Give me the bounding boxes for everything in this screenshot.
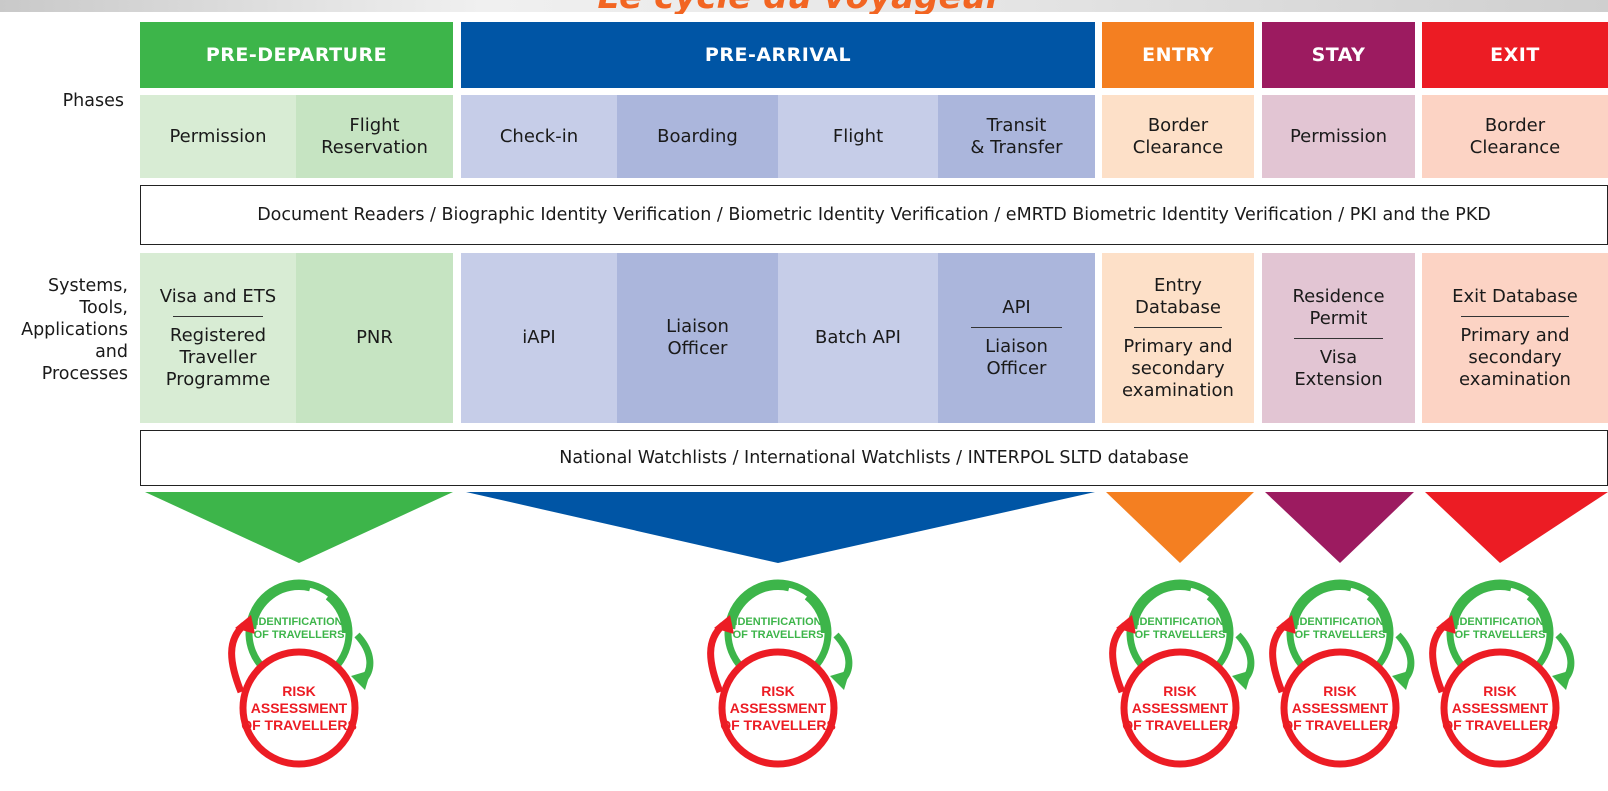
risk-assessment-label: RISK	[761, 683, 794, 699]
funnel-stay	[1265, 492, 1414, 563]
risk-assessment-label: ASSESSMENT	[1292, 700, 1389, 716]
watchlists-band: National Watchlists / International Watc…	[140, 430, 1608, 486]
identification-label: IDENTIFICATION	[1456, 616, 1543, 628]
funnel-pre-arrival	[466, 492, 1095, 563]
system-cell: Liaison Officer	[617, 253, 778, 423]
risk-assessment-label: RISK	[1483, 683, 1516, 699]
phase-header-stay: STAY	[1262, 22, 1415, 88]
system-primary: Residence Permit	[1292, 285, 1385, 329]
risk-assessment-label: OF TRAVELLERS	[1442, 717, 1558, 733]
identification-label: IDENTIFICATION	[1136, 616, 1223, 628]
identification-label: IDENTIFICATION	[1296, 616, 1383, 628]
phase-header-exit: EXIT	[1422, 22, 1608, 88]
system-primary: Batch API	[815, 327, 901, 348]
systems-label: Systems, Tools, Applications and Process…	[21, 276, 128, 384]
risk-assessment-label: ASSESSMENT	[251, 700, 348, 716]
risk-assessment-label: RISK	[1163, 683, 1196, 699]
system-cell: Batch API	[778, 253, 938, 423]
step-cell: Permission	[140, 95, 296, 178]
system-primary: iAPI	[522, 327, 556, 348]
page-title: Le cycle du voyageur	[520, 0, 1080, 14]
risk-assessment-label: ASSESSMENT	[1452, 700, 1549, 716]
phase-header-pre-departure: PRE-DEPARTURE	[140, 22, 453, 88]
system-primary: API	[1002, 296, 1031, 318]
risk-assessment-label: OF TRAVELLERS	[720, 717, 836, 733]
risk-assessment-label: RISK	[1323, 683, 1356, 699]
identification-label: OF TRAVELLERS	[1295, 629, 1386, 641]
step-cell: Boarding	[617, 95, 778, 178]
funnel-pre-departure	[145, 492, 453, 563]
identification-label: OF TRAVELLERS	[1455, 629, 1546, 641]
system-divider	[970, 326, 1063, 328]
identification-label: OF TRAVELLERS	[733, 629, 824, 641]
system-cell: iAPI	[461, 253, 617, 423]
system-secondary: Visa Extension	[1294, 346, 1383, 390]
phase-header-entry: ENTRY	[1102, 22, 1254, 88]
identification-label: IDENTIFICATION	[255, 616, 342, 628]
system-primary: Exit Database	[1452, 285, 1578, 307]
step-cell: Border Clearance	[1422, 95, 1608, 178]
risk-assessment-label: OF TRAVELLERS	[1122, 717, 1238, 733]
step-cell: Border Clearance	[1102, 95, 1254, 178]
system-secondary: Primary and secondary examination	[1122, 335, 1234, 401]
phases-label: Phases	[62, 91, 124, 111]
step-cell: Permission	[1262, 95, 1415, 178]
identification-label: OF TRAVELLERS	[1135, 629, 1226, 641]
system-primary: Visa and ETS	[159, 285, 277, 307]
phase-header-pre-arrival: PRE-ARRIVAL	[461, 22, 1095, 88]
system-divider	[172, 315, 264, 317]
system-primary: Liaison Officer	[666, 316, 729, 359]
system-divider	[1461, 315, 1569, 317]
top-strip	[0, 0, 1608, 12]
system-secondary: Liaison Officer	[985, 335, 1048, 379]
risk-assessment-label: ASSESSMENT	[730, 700, 827, 716]
risk-assessment-label: RISK	[282, 683, 315, 699]
step-cell: Flight	[778, 95, 938, 178]
system-secondary: Registered Traveller Programme	[165, 324, 271, 390]
identification-label: IDENTIFICATION	[734, 616, 821, 628]
system-primary: PNR	[356, 327, 393, 348]
funnel-entry	[1106, 492, 1254, 563]
risk-assessment-label: OF TRAVELLERS	[1282, 717, 1398, 733]
funnel-exit	[1425, 492, 1608, 563]
step-cell: Check-in	[461, 95, 617, 178]
system-divider	[1294, 337, 1383, 339]
phase-funnels	[145, 492, 1608, 563]
risk-assessment-label: OF TRAVELLERS	[241, 717, 357, 733]
step-cell: Transit & Transfer	[938, 95, 1095, 178]
system-divider	[1133, 326, 1223, 328]
identity-verification-band: Document Readers / Biographic Identity V…	[140, 185, 1608, 245]
risk-assessment-label: ASSESSMENT	[1132, 700, 1229, 716]
system-primary: Entry Database	[1135, 274, 1221, 318]
identification-label: OF TRAVELLERS	[254, 629, 345, 641]
system-cell: Visa and ETS Registered Traveller Program…	[140, 253, 296, 423]
system-cell: API Liaison Officer	[938, 253, 1095, 423]
step-cell: Flight Reservation	[296, 95, 453, 178]
system-secondary: Primary and secondary examination	[1459, 324, 1571, 390]
system-cell: PNR	[296, 253, 453, 423]
